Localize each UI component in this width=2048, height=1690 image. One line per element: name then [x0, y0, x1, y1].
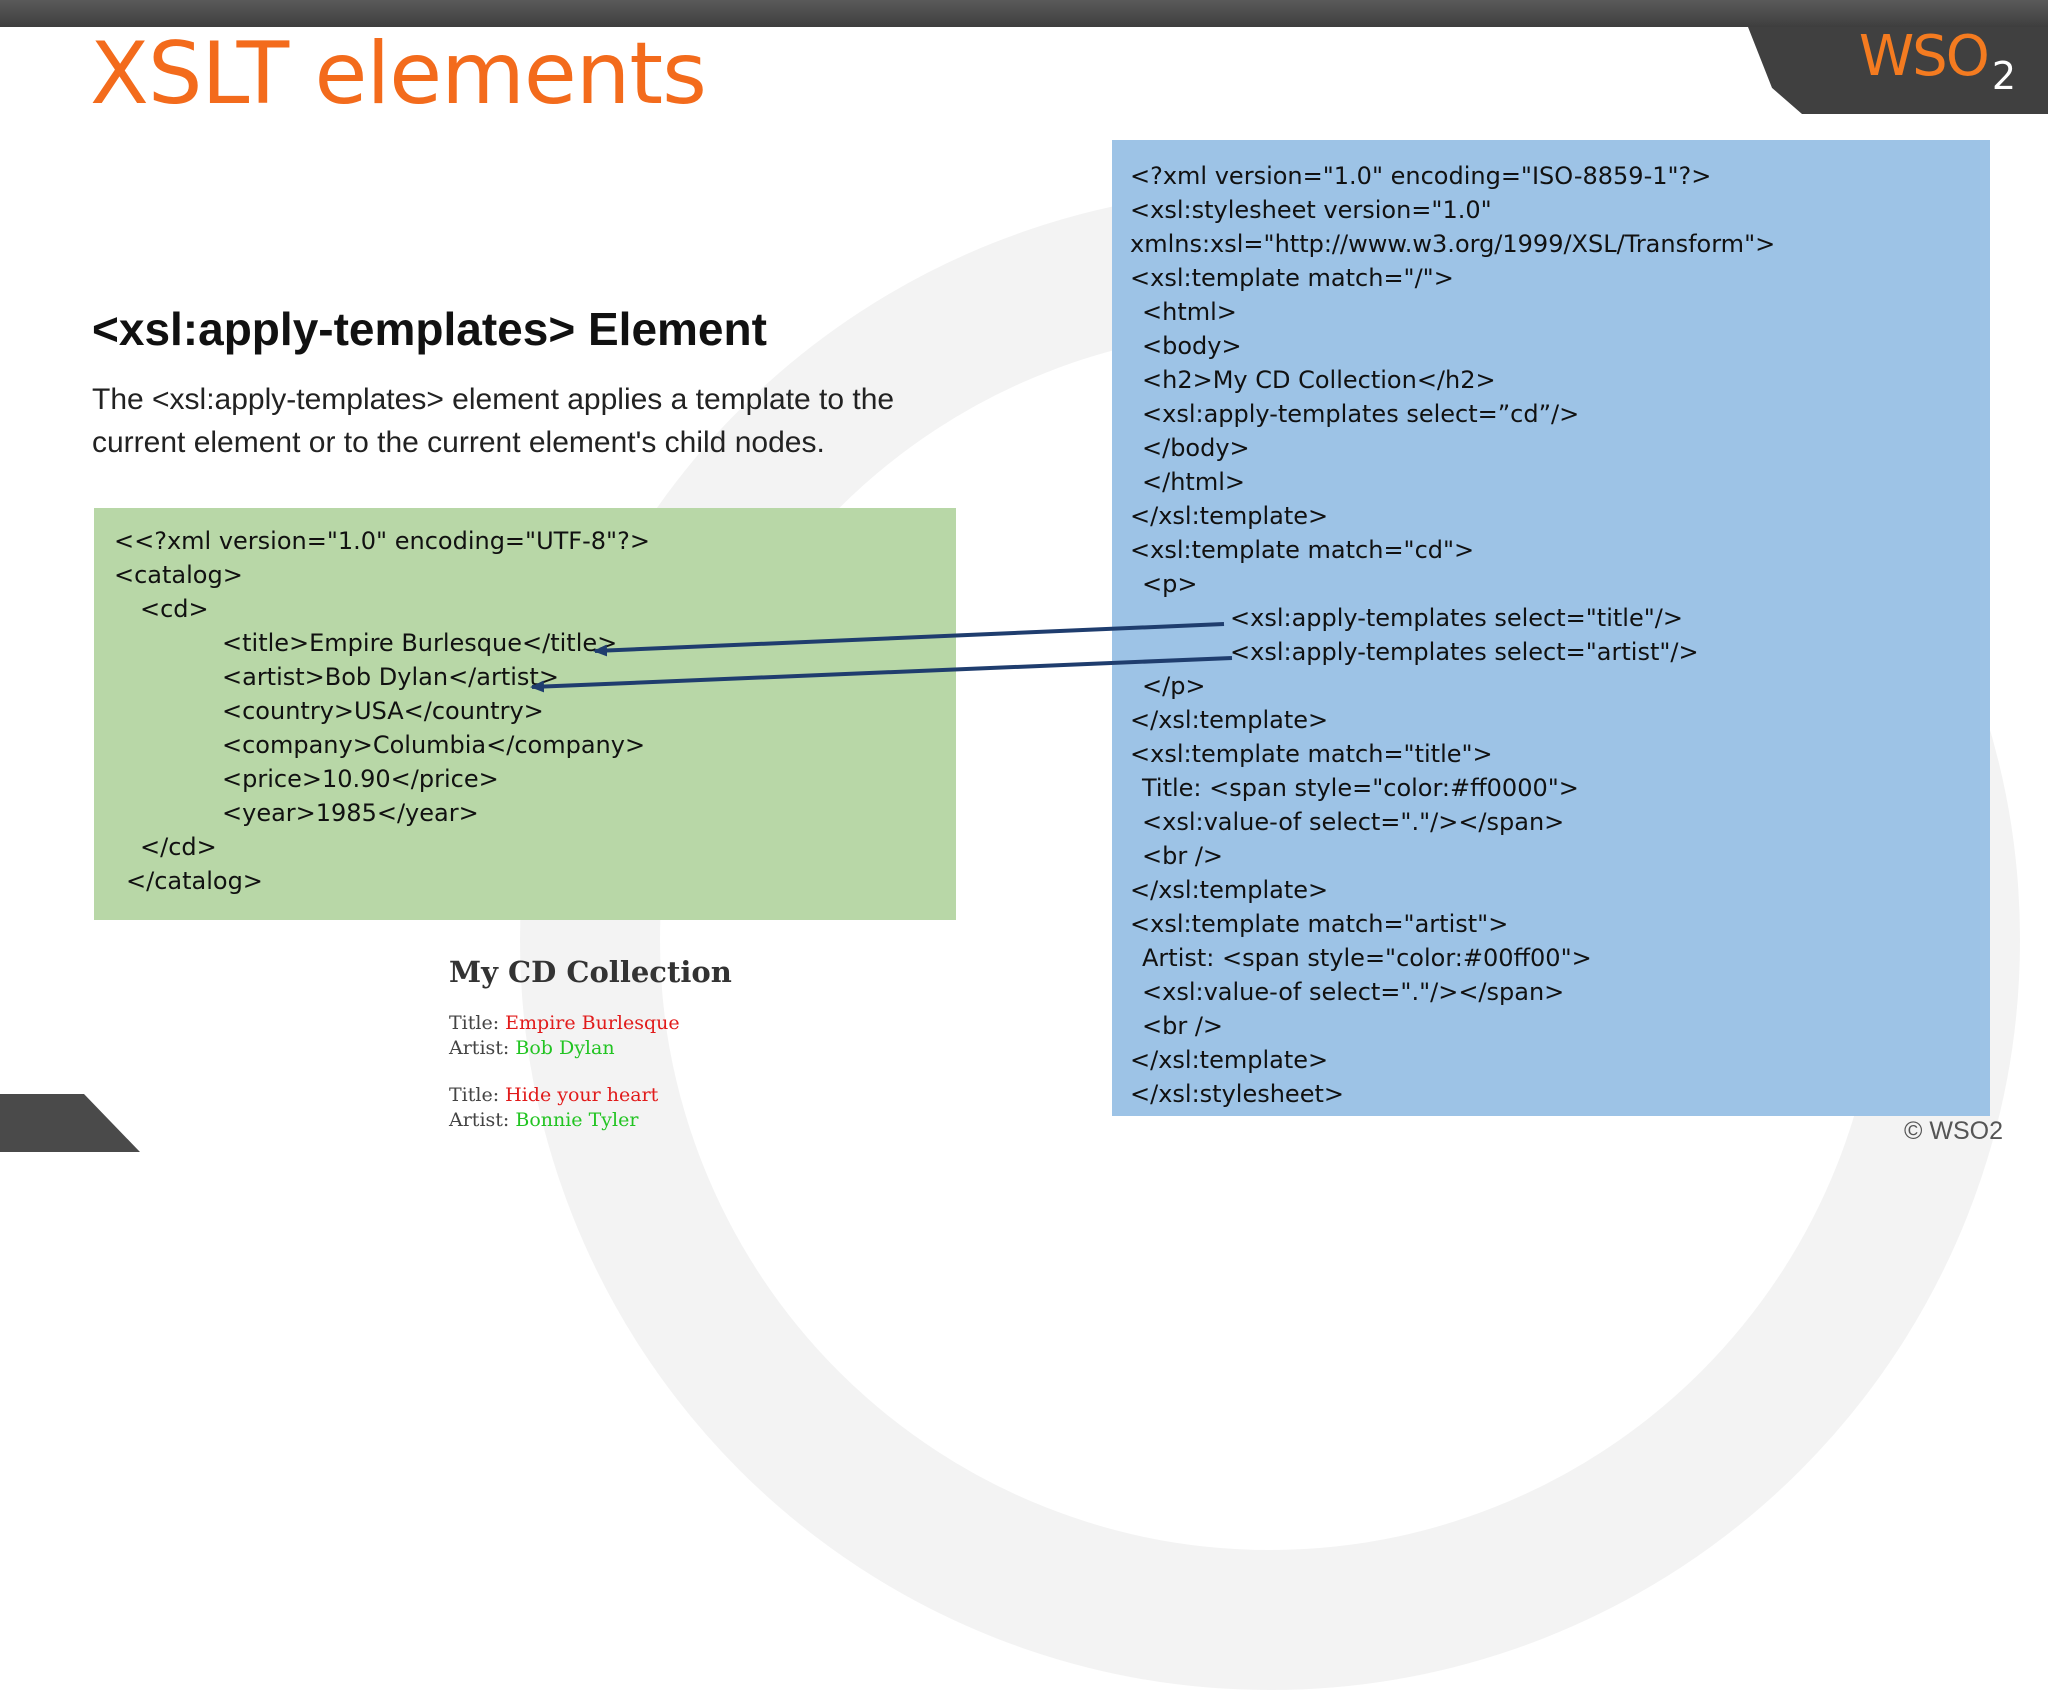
xsl-code-line: <xsl:value-of select="."/></span> — [1142, 808, 1565, 836]
xml-code-line: </catalog> — [126, 867, 263, 895]
arrow-artist-mapping — [530, 656, 1233, 693]
output-label: Artist: — [449, 1109, 510, 1131]
output-title-line: Title: Hide your heart — [449, 1083, 949, 1108]
output-artist-line: Artist: Bonnie Tyler — [449, 1108, 949, 1133]
xml-code-line: <country>USA</country> — [222, 697, 544, 725]
xml-source-box: <<?xml version="1.0" encoding="UTF-8"?> <… — [94, 508, 956, 920]
xml-code-line: </cd> — [140, 833, 217, 861]
xml-code-line: <catalog> — [114, 561, 243, 589]
xsl-code-line: <xsl:template match="cd"> — [1130, 536, 1475, 564]
xsl-code-line: <xsl:template match="title"> — [1130, 740, 1493, 768]
copyright-notice: © WSO2 — [1904, 1117, 2003, 1145]
slide-title: XSLT elements — [90, 24, 707, 124]
output-value: Hide your heart — [505, 1084, 659, 1106]
output-label: Artist: — [449, 1037, 510, 1059]
xsl-code-line: </xsl:template> — [1130, 706, 1329, 734]
xsl-code-line: </xsl:template> — [1130, 502, 1329, 530]
xsl-code-line: </html> — [1142, 468, 1245, 496]
section-description: The <xsl:apply-templates> element applie… — [92, 383, 895, 459]
xml-code-line: <year>1985</year> — [222, 799, 479, 827]
xsl-code-line: <xsl:template match="artist"> — [1130, 910, 1509, 938]
xsl-code-line: <xsl:template match="/"> — [1130, 264, 1454, 292]
xsl-code-line: <br /> — [1142, 842, 1224, 870]
output-value: Empire Burlesque — [505, 1012, 680, 1034]
output-label: Title: — [449, 1084, 500, 1106]
xsl-code-line: xmlns:xsl="http://www.w3.org/1999/XSL/Tr… — [1130, 230, 1776, 258]
logo-text: WSO — [1858, 24, 1990, 89]
xsl-code-line: <xsl:apply-templates select="title"/> — [1230, 604, 1683, 632]
xsl-code-line: <xsl:apply-templates select=”cd”/> — [1142, 400, 1580, 428]
xml-code-line: <cd> — [140, 595, 209, 623]
xml-code-line: <company>Columbia</company> — [222, 731, 646, 759]
html-output-preview: My CD Collection Title: Empire Burlesque… — [449, 955, 949, 1133]
output-title-line: Title: Empire Burlesque — [449, 1011, 949, 1036]
arrow-title-mapping — [593, 622, 1225, 657]
xsl-code-line: Title: <span style="color:#ff0000"> — [1142, 774, 1579, 802]
mapping-arrows — [530, 622, 1233, 693]
xml-code-line: <artist>Bob Dylan</artist> — [222, 663, 559, 691]
output-value: Bob Dylan — [515, 1037, 615, 1059]
xsl-code-line: <xsl:apply-templates select="artist"/> — [1230, 638, 1699, 666]
xsl-code-line: <html> — [1142, 298, 1237, 326]
xsl-code-line: </p> — [1142, 672, 1206, 700]
xsl-code-line: <body> — [1142, 332, 1242, 360]
xsl-code-line: <xsl:stylesheet version="1.0" — [1130, 196, 1492, 224]
xsl-code-line: Artist: <span style="color:#00ff00"> — [1142, 944, 1592, 972]
logo-subscript: 2 — [1991, 54, 2016, 98]
xsl-code-line: </body> — [1142, 434, 1250, 462]
xsl-code-line: <xsl:value-of select="."/></span> — [1142, 978, 1565, 1006]
xml-code-line: <title>Empire Burlesque</title> — [222, 629, 618, 657]
output-label: Title: — [449, 1012, 500, 1034]
output-artist-line: Artist: Bob Dylan — [449, 1036, 949, 1061]
xsl-code-line: </xsl:template> — [1130, 876, 1329, 904]
section-heading: <xsl:apply-templates> Element — [92, 303, 767, 355]
xsl-code-line: <br /> — [1142, 1012, 1224, 1040]
xsl-source-box: <?xml version="1.0" encoding="ISO-8859-1… — [1112, 140, 1990, 1116]
output-heading: My CD Collection — [449, 955, 732, 989]
xsl-code-line: </xsl:template> — [1130, 1046, 1329, 1074]
xsl-code-line: <p> — [1142, 570, 1198, 598]
xsl-code-line: <h2>My CD Collection</h2> — [1142, 366, 1496, 394]
xml-code-line: <price>10.90</price> — [222, 765, 499, 793]
output-value: Bonnie Tyler — [515, 1109, 639, 1131]
xsl-code-line: <?xml version="1.0" encoding="ISO-8859-1… — [1130, 162, 1712, 190]
xml-code-line: <<?xml version="1.0" encoding="UTF-8"?> — [114, 527, 650, 555]
logo-tab — [1748, 27, 2048, 114]
xsl-code-line: </xsl:stylesheet> — [1130, 1080, 1344, 1108]
top-bar — [0, 0, 2048, 27]
